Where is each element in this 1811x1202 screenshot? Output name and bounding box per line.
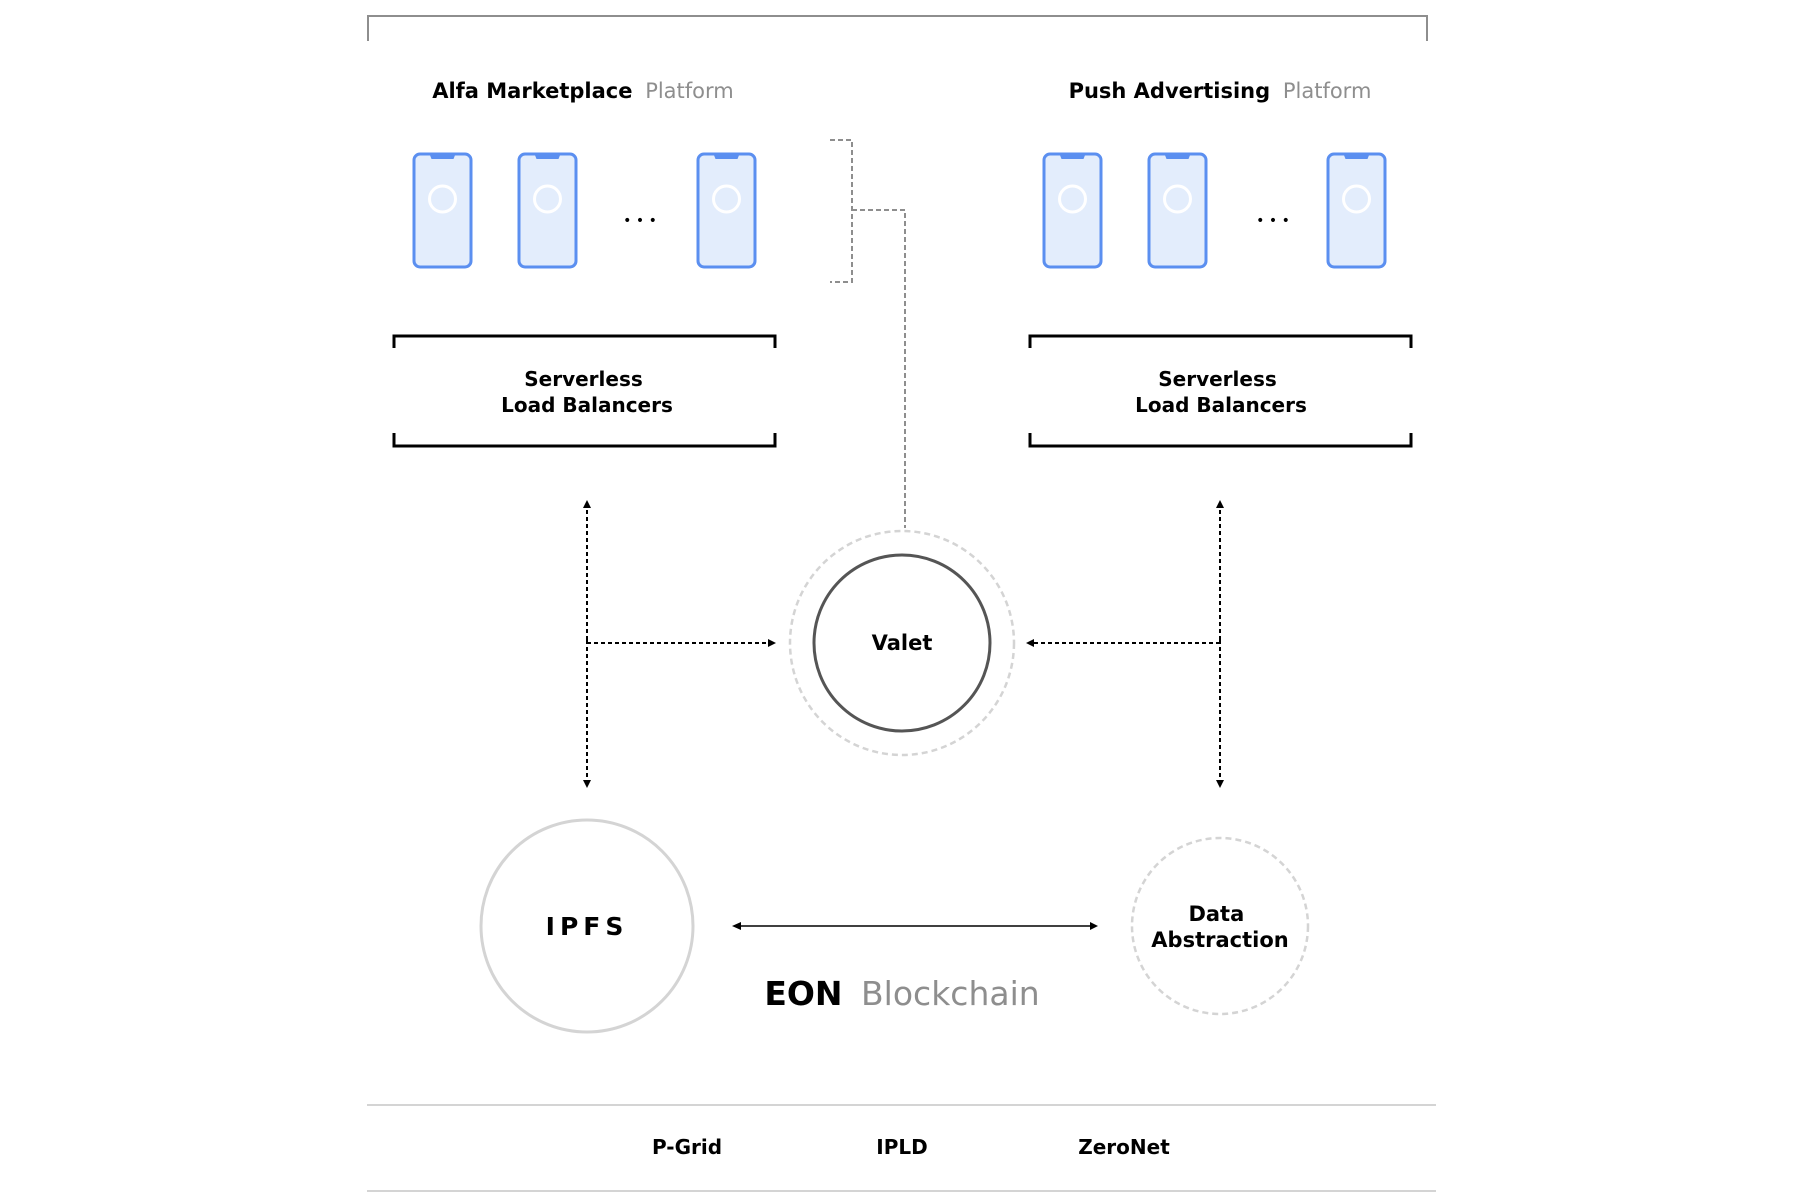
load-balancer-bracket-push-bottom [1028,433,1413,448]
balancer-line2: Load Balancers [1135,393,1307,417]
phone-ring-icon [1058,184,1087,214]
phone-device-icon [412,152,473,269]
blockchain-suffix: Blockchain [861,974,1040,1013]
label-line1: Data [1188,902,1244,926]
platform-title-alfa: Alfa Marketplace Platform [432,79,734,103]
top-frame [367,15,1428,41]
phone-ring-icon [428,184,457,214]
phone-device-icon [517,152,578,269]
load-balancer-label-alfa: Serverless Load Balancers [501,367,673,417]
blockchain-arrow-left-head [732,922,741,930]
balancer-line1: Serverless [1158,367,1277,391]
label-line2: Abstraction [1151,928,1288,952]
valet-label: Valet [872,631,933,655]
blockchain-title: EON Blockchain [764,974,1039,1013]
footer-item-zeronet: ZeroNet [1078,1135,1170,1159]
device-ellipsis-push: • • • [1256,213,1290,229]
balancer-line2: Load Balancers [501,393,673,417]
balancer-line1: Serverless [524,367,643,391]
footer-item-pgrid: P-Grid [652,1135,722,1159]
phone-device-icon [696,152,757,269]
platform-name: Alfa Marketplace [432,79,632,103]
phone-device-icon [1326,152,1387,269]
ipfs-label: IPFS [546,912,629,941]
platform-name: Push Advertising [1069,79,1271,103]
blockchain-name: EON [764,974,842,1013]
data-abstraction-label: Data Abstraction [1151,902,1288,952]
load-balancer-bracket-alfa-top [392,334,777,348]
platform-suffix: Platform [645,79,734,103]
valet-node [812,553,992,733]
footer-item-ipld: IPLD [876,1135,927,1159]
phone-device-icon [1147,152,1208,269]
phone-ring-icon [1342,184,1371,214]
load-balancer-bracket-alfa-bottom [392,433,777,448]
platform-suffix: Platform [1283,79,1372,103]
data-abstraction-node [1130,836,1310,1016]
load-balancer-bracket-push-top [1028,334,1413,348]
phone-ring-icon [712,184,741,214]
device-ellipsis-alfa: • • • [623,213,657,229]
phone-ring-icon [1163,184,1192,214]
phone-ring-icon [533,184,562,214]
valet-outer-ring [788,529,1016,757]
phone-device-icon [1042,152,1103,269]
valet-connector-bracket [830,139,906,528]
platform-title-push: Push Advertising Platform [1069,79,1372,103]
load-balancer-label-push: Serverless Load Balancers [1135,367,1307,417]
ipfs-node [479,818,695,1034]
